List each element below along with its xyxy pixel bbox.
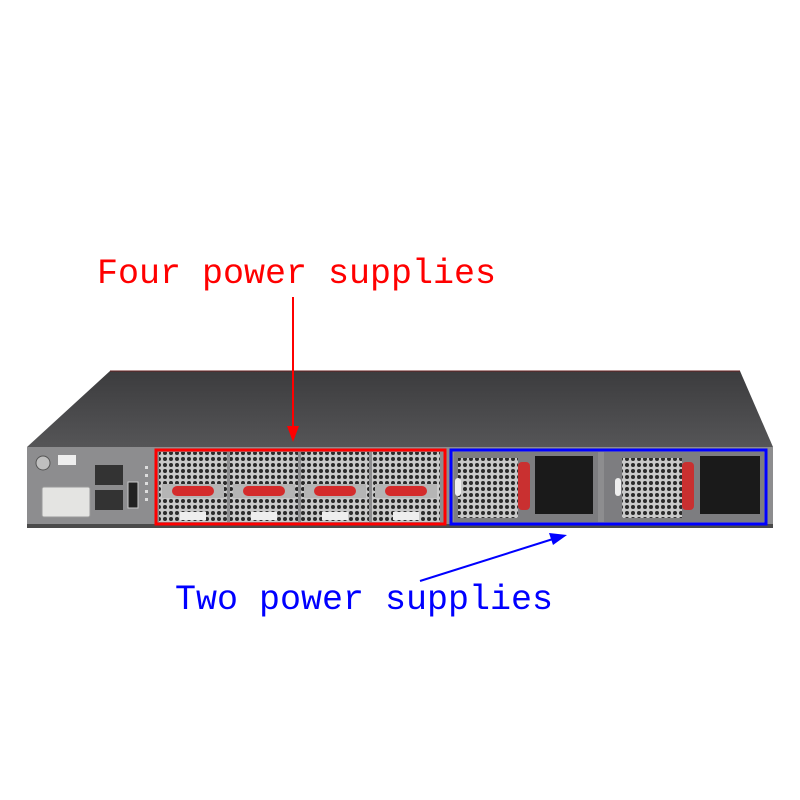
- power-modules: [454, 452, 764, 522]
- fan-modules: [159, 452, 440, 522]
- four-power-supplies-box: [154, 448, 447, 526]
- fan-module: [301, 452, 369, 522]
- ground-screw-icon: [35, 455, 51, 471]
- two-power-supplies-box: [449, 448, 768, 526]
- power-module: [604, 452, 764, 522]
- red-arrow-icon: [287, 297, 299, 442]
- fan-module: [230, 452, 298, 522]
- power-module: [454, 452, 598, 522]
- two-power-supplies-label: Two power supplies: [175, 580, 554, 620]
- fan-module: [159, 452, 227, 522]
- four-power-supplies-label: Four power supplies: [97, 254, 497, 294]
- chassis-top: [27, 371, 773, 447]
- management-area: [35, 455, 148, 518]
- blue-arrow-icon: [419, 533, 567, 582]
- fan-module: [372, 452, 440, 522]
